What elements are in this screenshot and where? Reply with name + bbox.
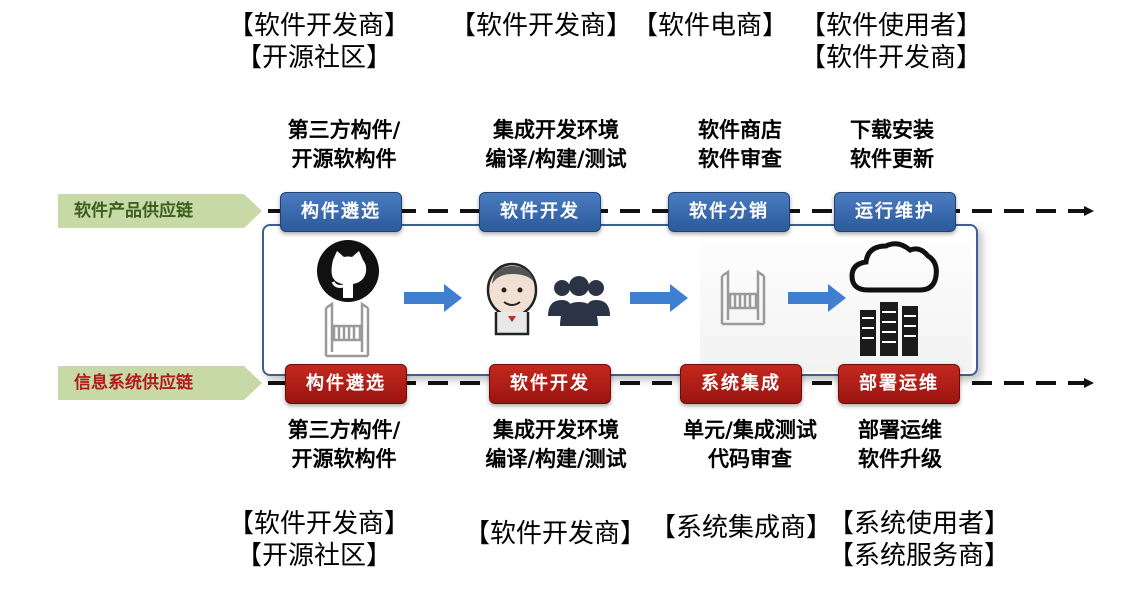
bottom-role-1: 【软件开发商】 【开源社区】 [228,508,410,572]
stage-software-development: 软件开发 [479,192,601,232]
role-line: 【软件开发商】 [800,43,983,73]
info-chain-label: 信息系统供应链 [58,366,262,400]
role-line: 【软件开发商】 [464,519,647,549]
bottom-desc-1: 第三方构件/ 开源软构件 [246,416,442,474]
top-role-1: 【软件开发商】 【开源社区】 [228,10,410,74]
bottom-role-2: 【软件开发商】 [464,518,646,550]
github-icon [317,240,379,302]
desc-line: 编译/构建/测试 [485,147,627,171]
desc-line: 软件商店 [698,118,782,142]
role-line: 【系统集成商】 [650,513,833,543]
flow-arrow-icon [788,284,846,312]
stage-component-selection: 构件遴选 [280,192,402,232]
top-role-3: 【软件电商】 [632,10,788,42]
role-line: 【开源社区】 [236,541,393,571]
desc-line: 下载安装 [850,118,934,142]
desc-line: 集成开发环境 [493,418,619,442]
stage-software-distribution: 软件分销 [668,192,790,232]
role-line: 【软件开发商】 [228,509,411,539]
top-role-4: 【软件使用者】 【软件开发商】 [800,10,982,74]
cloud-icon [849,241,939,293]
server-icon [860,302,918,356]
role-line: 【软件开发商】 [450,11,633,41]
bottom-desc-4: 部署运维 软件升级 [822,416,978,474]
package-icon [324,302,370,358]
desc-line: 开源软构件 [291,147,397,171]
desc-line: 开源软构件 [291,447,397,471]
top-desc-1: 第三方构件/ 开源软构件 [246,116,442,174]
flow-arrow-icon [630,284,688,312]
top-role-2: 【软件开发商】 [450,10,632,42]
desc-line: 第三方构件/ [287,418,401,442]
role-line: 【软件电商】 [632,11,789,41]
top-desc-3: 软件商店 软件审查 [660,116,820,174]
role-line: 【软件开发商】 [228,11,411,41]
stage-system-integration: 系统集成 [680,364,802,404]
top-desc-2: 集成开发环境 编译/构建/测试 [450,116,662,174]
software-chain-label: 软件产品供应链 [58,194,262,228]
stage-software-development: 软件开发 [489,364,611,404]
desc-line: 集成开发环境 [493,118,619,142]
top-desc-4: 下载安装 软件更新 [812,116,972,174]
role-line: 【软件使用者】 [800,11,983,41]
desc-line: 部署运维 [858,418,942,442]
bottom-role-4: 【系统使用者】 【系统服务商】 [828,508,1010,572]
desc-line: 单元/集成测试 [683,418,817,442]
bottom-role-3: 【系统集成商】 [650,512,832,544]
stage-operation-maintenance: 运行维护 [834,192,956,232]
stage-deployment-operation: 部署运维 [838,364,960,404]
users-icon [548,276,610,326]
bottom-desc-3: 单元/集成测试 代码审查 [660,416,840,474]
desc-line: 软件审查 [698,147,782,171]
desc-line: 编译/构建/测试 [485,447,627,471]
role-line: 【系统使用者】 [828,509,1011,539]
desc-line: 代码审查 [708,447,792,471]
role-line: 【开源社区】 [236,43,393,73]
stage-component-selection: 构件遴选 [285,364,407,404]
desc-line: 第三方构件/ [287,118,401,142]
desc-line: 软件更新 [850,147,934,171]
desc-line: 软件升级 [858,447,942,471]
jenkins-icon [486,262,538,336]
package-icon [720,270,766,326]
bottom-desc-2: 集成开发环境 编译/构建/测试 [450,416,662,474]
flow-arrow-icon [404,284,462,312]
role-line: 【系统服务商】 [828,541,1011,571]
